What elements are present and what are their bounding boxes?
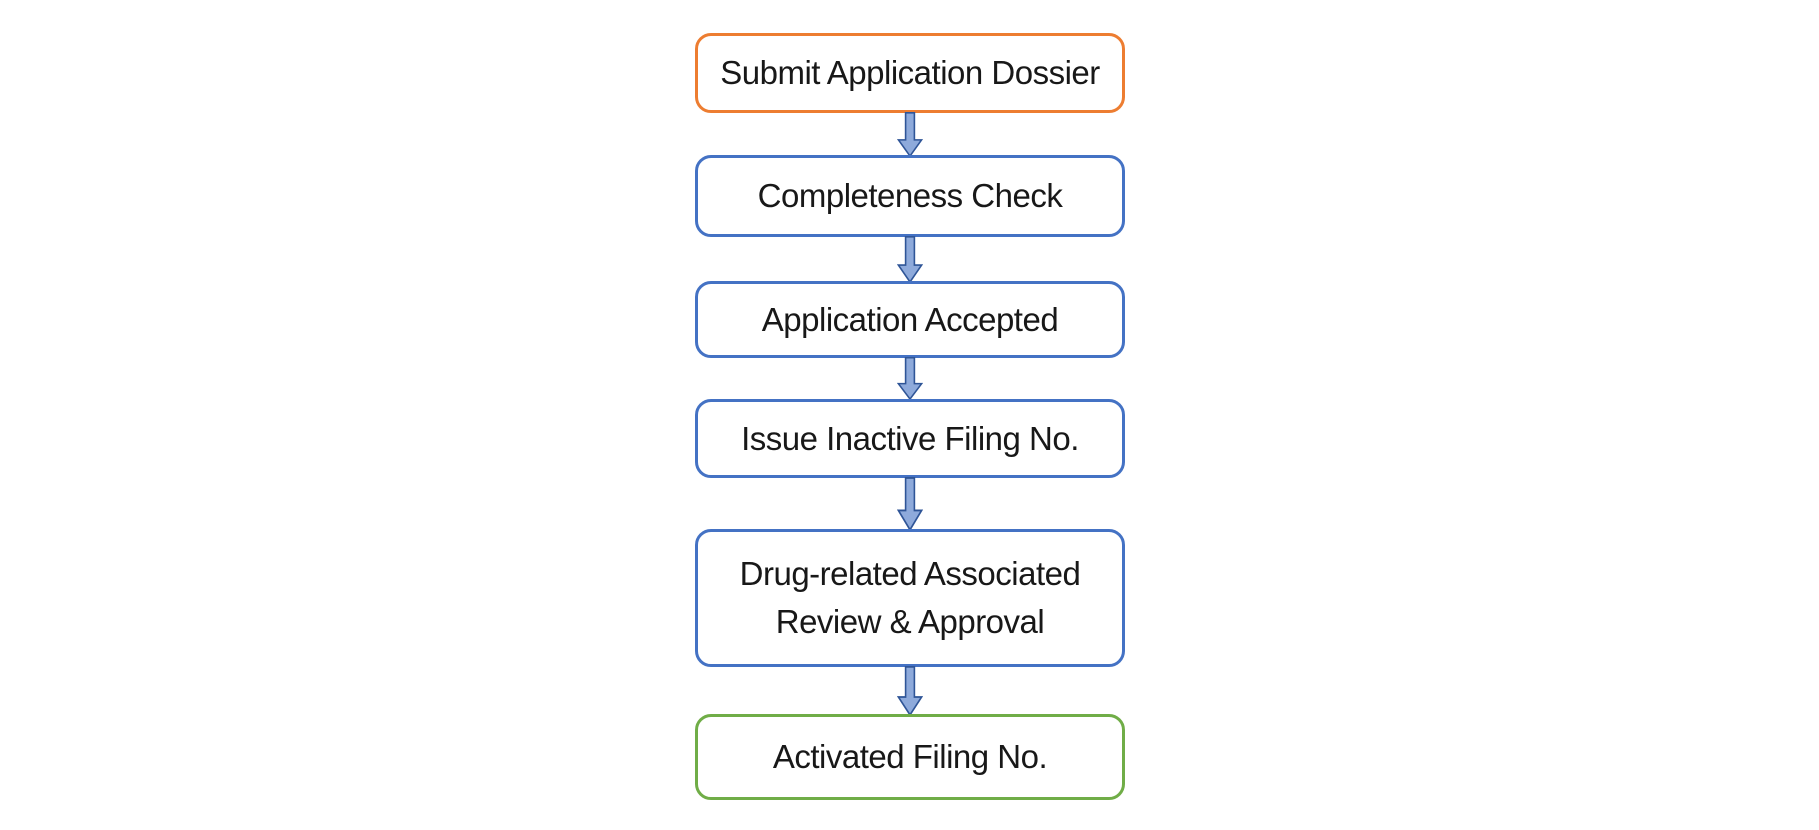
flow-node-label: Drug-related Associated Review & Approva… — [739, 555, 1081, 640]
flow-arrow-down-5 — [897, 666, 923, 716]
flow-node-application-accepted: Application Accepted — [695, 281, 1125, 358]
flow-arrow-down-2 — [897, 236, 923, 283]
block-arrow-icon — [897, 477, 923, 531]
flow-node-label: Submit Application Dossier — [720, 54, 1100, 92]
flow-node-label: Application Accepted — [761, 300, 1059, 338]
flow-node-activated-filing-no: Activated Filing No. — [695, 714, 1125, 800]
flow-arrow-down-4 — [897, 477, 923, 531]
flow-node-label: Issue Inactive Filing No. — [741, 419, 1079, 457]
flow-node-label: Completeness Check — [757, 177, 1063, 215]
flow-node-submit-application-dossier: Submit Application Dossier — [695, 33, 1125, 113]
flow-node-issue-inactive-filing-no: Issue Inactive Filing No. — [695, 399, 1125, 478]
flow-node-label: Activated Filing No. — [772, 738, 1048, 776]
flow-arrow-down-1 — [897, 112, 923, 157]
flow-node-completeness-check: Completeness Check — [695, 155, 1125, 237]
block-arrow-icon — [897, 357, 923, 400]
flow-node-drug-related-associated-review-approval: Drug-related Associated Review & Approva… — [695, 529, 1125, 667]
block-arrow-icon — [897, 666, 923, 716]
block-arrow-icon — [897, 236, 923, 283]
block-arrow-icon — [897, 112, 923, 157]
flow-arrow-down-3 — [897, 357, 923, 400]
